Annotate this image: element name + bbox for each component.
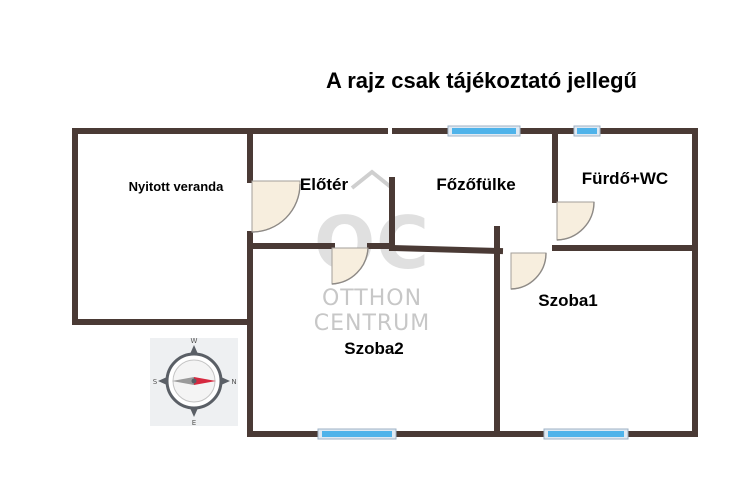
otthon-centrum-watermark: OC OTTHON CENTRUM — [314, 169, 431, 336]
room-label-szoba1: Szoba1 — [538, 291, 598, 310]
wall-kitchen-bottom — [388, 244, 504, 255]
room-label-veranda: Nyitott veranda — [129, 179, 224, 194]
disclaimer-title: A rajz csak tájékoztató jellegű — [326, 68, 637, 93]
window-bathroom — [573, 125, 601, 137]
watermark-roof-icon — [350, 169, 394, 190]
window-szoba2 — [317, 428, 397, 440]
door-furdo — [556, 201, 595, 241]
room-label-eloter: Előtér — [300, 175, 349, 194]
room-label-szoba2: Szoba2 — [344, 339, 404, 358]
room-label-furdo: Fürdő+WC — [582, 169, 668, 188]
compass-label-south: S — [153, 378, 158, 386]
door-eloter-szoba2 — [331, 247, 369, 285]
compass-label-west: W — [191, 337, 198, 345]
compass-rose: W E S N — [150, 337, 238, 427]
window-szoba1 — [543, 428, 629, 440]
watermark-line1: OTTHON — [322, 286, 422, 311]
compass-label-east: E — [192, 419, 196, 427]
room-label-fozofulke: Főzőfülke — [436, 175, 515, 194]
watermark-line2: CENTRUM — [314, 311, 431, 336]
door-veranda-eloter — [251, 180, 301, 233]
windows — [317, 125, 629, 440]
compass-needle-north-icon — [194, 377, 216, 385]
door-szoba1 — [510, 252, 547, 290]
compass-needle-south-icon — [172, 377, 194, 385]
window-kitchen — [447, 125, 521, 137]
compass-label-north: N — [231, 378, 236, 386]
doors — [251, 180, 595, 290]
